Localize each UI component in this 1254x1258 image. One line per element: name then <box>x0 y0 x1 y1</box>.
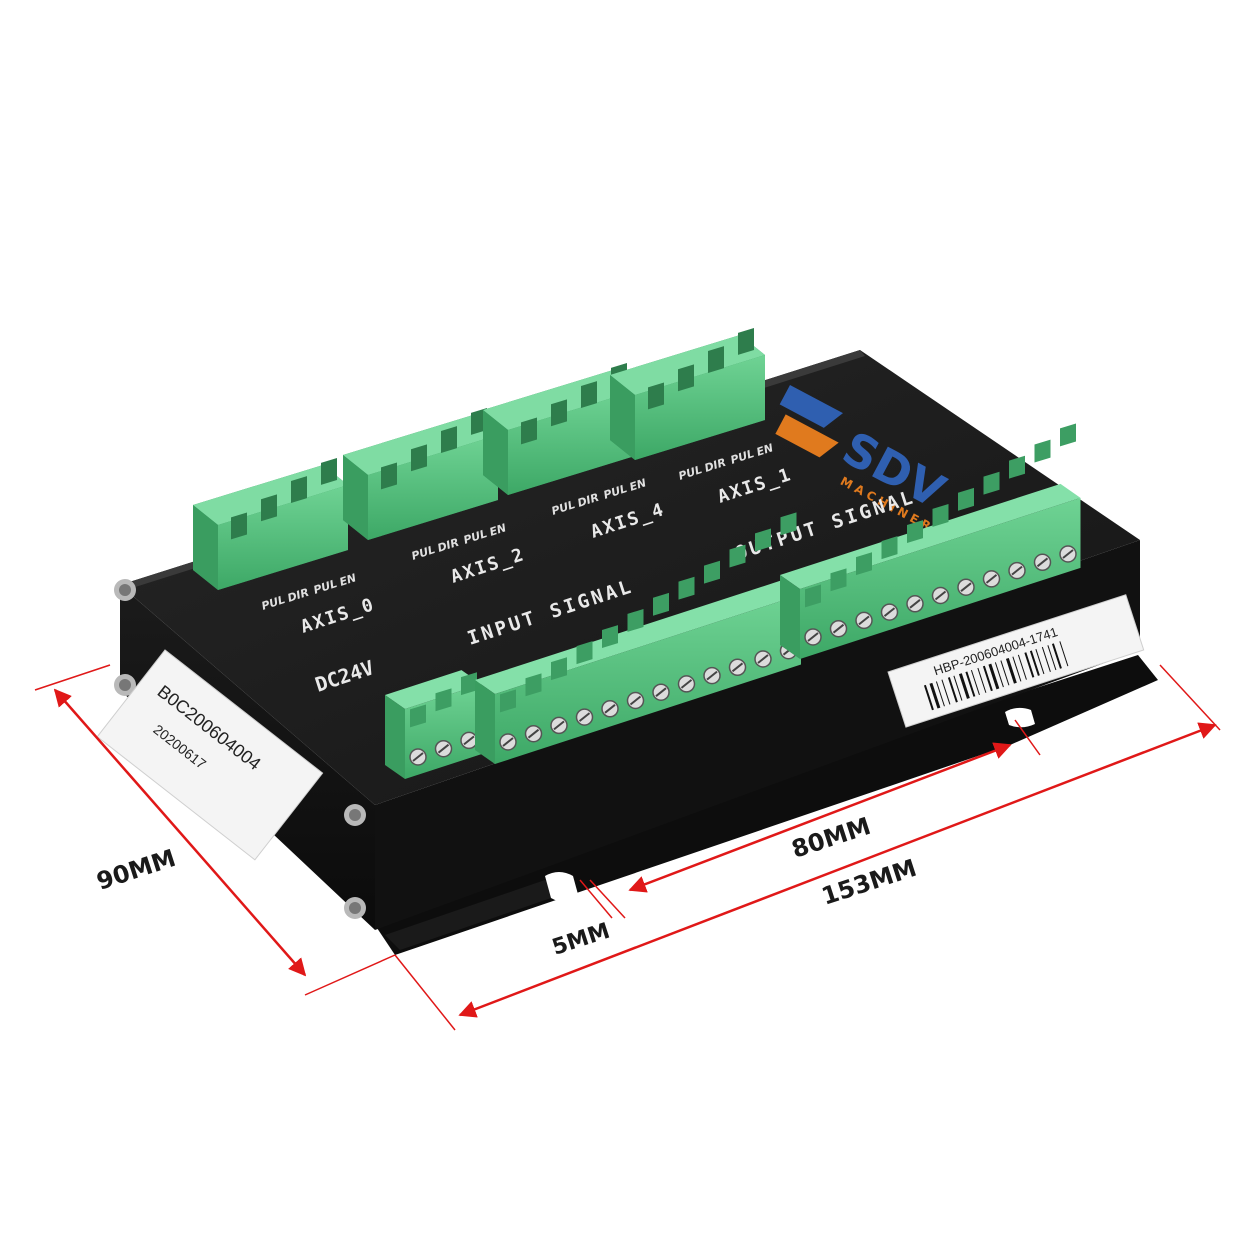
pin-slot <box>551 399 567 427</box>
barcode <box>923 641 1069 711</box>
axis-pin-label: EN <box>338 571 358 589</box>
input-signal-terminal[interactable] <box>475 512 801 764</box>
pin-slot <box>441 426 457 454</box>
pin-slot <box>738 327 754 355</box>
dim-slot-label: 5MM <box>549 919 613 961</box>
wire-entry <box>410 704 426 728</box>
pin-slot <box>678 364 694 392</box>
wire-entry <box>704 560 720 584</box>
output-signal-terminal[interactable] <box>780 423 1081 659</box>
wire-entry <box>1060 423 1076 447</box>
enclosure-top <box>120 350 1140 805</box>
axis-pin-label: DIR <box>576 491 601 510</box>
wire-entry <box>729 544 746 568</box>
axis-pin-label: EN <box>755 441 775 459</box>
wire-entry <box>932 503 949 527</box>
wire-entry <box>1009 455 1025 479</box>
wire-entry <box>780 512 797 536</box>
flange-slot <box>1005 707 1035 728</box>
wire-entry <box>830 568 847 592</box>
axis-connector[interactable] <box>193 457 348 590</box>
pin-slot <box>321 457 337 485</box>
pin-slot <box>381 462 397 490</box>
axis-pin-label: DIR <box>436 536 461 555</box>
axis-connector[interactable] <box>483 362 638 495</box>
signal-terminal-strips <box>385 423 1081 779</box>
axis-connector[interactable] <box>343 407 498 540</box>
axis-connectors <box>193 327 765 590</box>
axis-pin-label: EN <box>628 476 648 494</box>
pin-slot <box>708 346 724 374</box>
axis-connector[interactable] <box>610 327 765 460</box>
pin-slot <box>411 444 427 472</box>
wire-entry <box>602 625 618 648</box>
dim-height-line <box>53 688 307 977</box>
pin-slot <box>521 417 537 445</box>
axis-pin-label: EN <box>488 521 508 539</box>
wire-entry <box>805 584 821 608</box>
pin-slot <box>291 476 307 504</box>
wire-entry <box>576 641 593 665</box>
wire-entry <box>1034 439 1051 463</box>
dimension-lines <box>34 664 1221 1031</box>
dim-length-label: 153MM <box>818 854 920 911</box>
wire-entry <box>435 688 452 712</box>
pin-slot <box>581 381 597 409</box>
wire-entry <box>461 672 477 696</box>
axis-pin-label: DIR <box>703 456 728 475</box>
pin-slot <box>261 494 277 522</box>
dim-spacing-label: 80MM <box>788 812 874 864</box>
wire-entry <box>551 657 567 681</box>
wire-entry <box>983 471 1000 495</box>
wire-entry <box>653 592 669 616</box>
axis-pin-label: DIR <box>286 586 311 605</box>
wire-entry <box>958 487 974 511</box>
dim-spacing-line <box>628 742 1012 893</box>
wire-entry <box>525 673 542 697</box>
pin-slot <box>231 512 247 540</box>
pin-slot <box>648 382 664 410</box>
wire-entry <box>856 552 872 576</box>
wire-entry <box>678 576 695 600</box>
wire-entry <box>627 608 644 632</box>
wire-entry <box>907 520 923 543</box>
dim-height-label: 90MM <box>93 844 179 896</box>
wire-entry <box>881 536 898 560</box>
wire-entry <box>755 528 771 552</box>
wire-entry <box>500 689 516 713</box>
